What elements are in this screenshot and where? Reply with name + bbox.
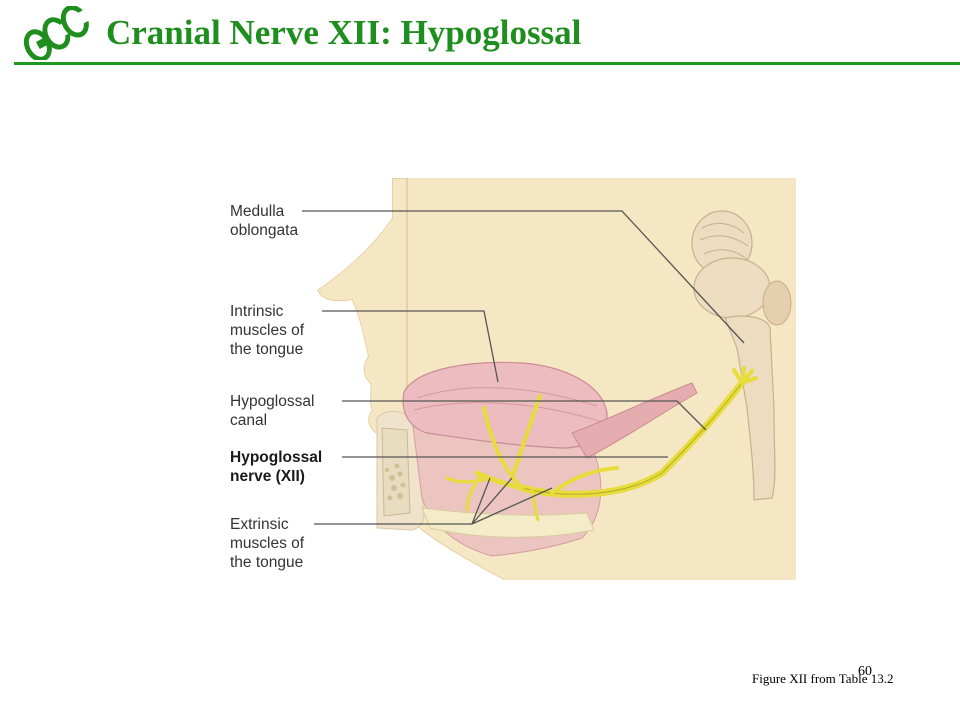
label-extrinsic: Extrinsic muscles of the tongue <box>230 516 308 571</box>
extrinsic-leader <box>314 477 553 525</box>
hypoglossal-nerve <box>445 366 758 522</box>
medulla-leader <box>302 210 745 344</box>
hypoglossal-nerve-diagram: Medulla oblongata Intrinsic muscles of t… <box>222 178 796 580</box>
medulla-oblongata <box>724 315 776 501</box>
ecc-logo-icon <box>23 6 91 60</box>
slide-title: Cranial Nerve XII: Hypoglossal <box>106 13 582 52</box>
label-nerve: Hypoglossal nerve (XII) <box>230 449 326 485</box>
label-intrinsic: Intrinsic muscles of the tongue <box>230 303 308 358</box>
intrinsic-leader <box>322 310 499 383</box>
brainstem <box>691 210 792 501</box>
label-canal: Hypoglossal canal <box>230 393 319 429</box>
mandible-bone-texture <box>385 463 406 501</box>
figure-caption: Figure XII from Table 13.2 <box>752 671 894 686</box>
title-underline <box>14 62 960 65</box>
styloglossus-muscle <box>571 382 698 459</box>
label-medulla: Medulla oblongata <box>230 203 298 239</box>
page-number: 60 <box>858 664 872 679</box>
slide-header: Cranial Nerve XII: Hypoglossal <box>0 0 960 70</box>
canal-leader <box>342 400 707 431</box>
leader-lines <box>302 210 745 525</box>
